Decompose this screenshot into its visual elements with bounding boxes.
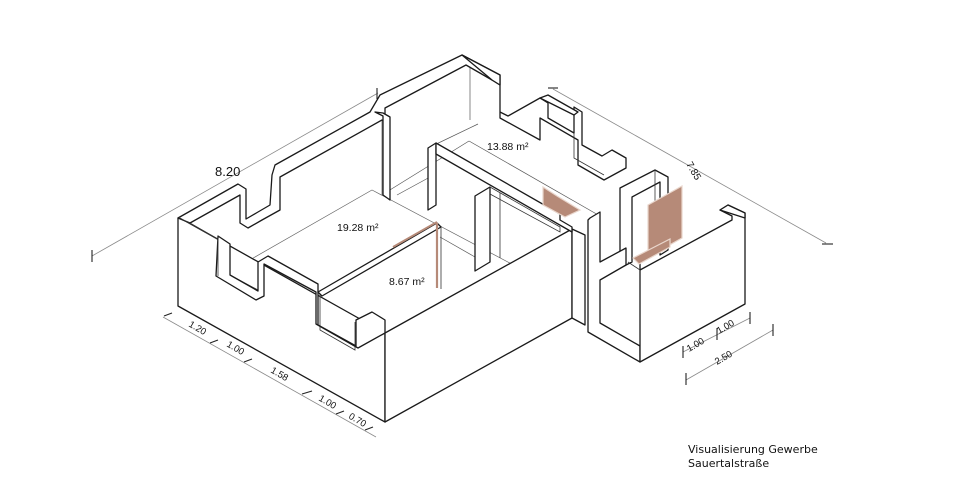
dim-label-length: 8.20 (215, 164, 240, 179)
door-rear (542, 185, 582, 218)
wall-right-block (587, 169, 746, 363)
dim-label-front-5: 0.70 (347, 411, 369, 430)
dimension-front (162, 312, 377, 438)
dimension-overall-depth (548, 87, 833, 245)
wall-front-notch (215, 235, 386, 349)
dim-label-depth: 7.85 (683, 160, 702, 183)
wall-middle-partition (317, 221, 442, 297)
room-label-large: 19.28 m² (337, 222, 379, 234)
door-right-low (631, 238, 671, 265)
dim-label-front-4: 1.00 (317, 393, 339, 412)
room-label-rear: 13.88 m² (487, 141, 529, 153)
dim-label-right-2: 1.00 (715, 318, 737, 337)
dim-label-right-total: 2.50 (713, 349, 735, 368)
caption-title: Visualisierung Gewerbe (688, 443, 818, 456)
door-right-tall (647, 184, 683, 259)
wall-back-right (461, 54, 627, 181)
dimension-right (682, 312, 774, 385)
caption-subtitle: Sauertalstraße (688, 457, 770, 470)
doors (542, 184, 683, 265)
dim-label-front-1: 1.20 (187, 319, 209, 338)
drawing-caption: Visualisierung Gewerbe Sauertalstraße (688, 443, 818, 471)
wall-central (374, 111, 573, 272)
room-label-small: 8.67 m² (389, 276, 425, 288)
dim-label-front-3: 1.58 (269, 365, 291, 384)
dim-label-right-1: 1.00 (685, 336, 707, 355)
dimension-overall-length (91, 88, 379, 262)
